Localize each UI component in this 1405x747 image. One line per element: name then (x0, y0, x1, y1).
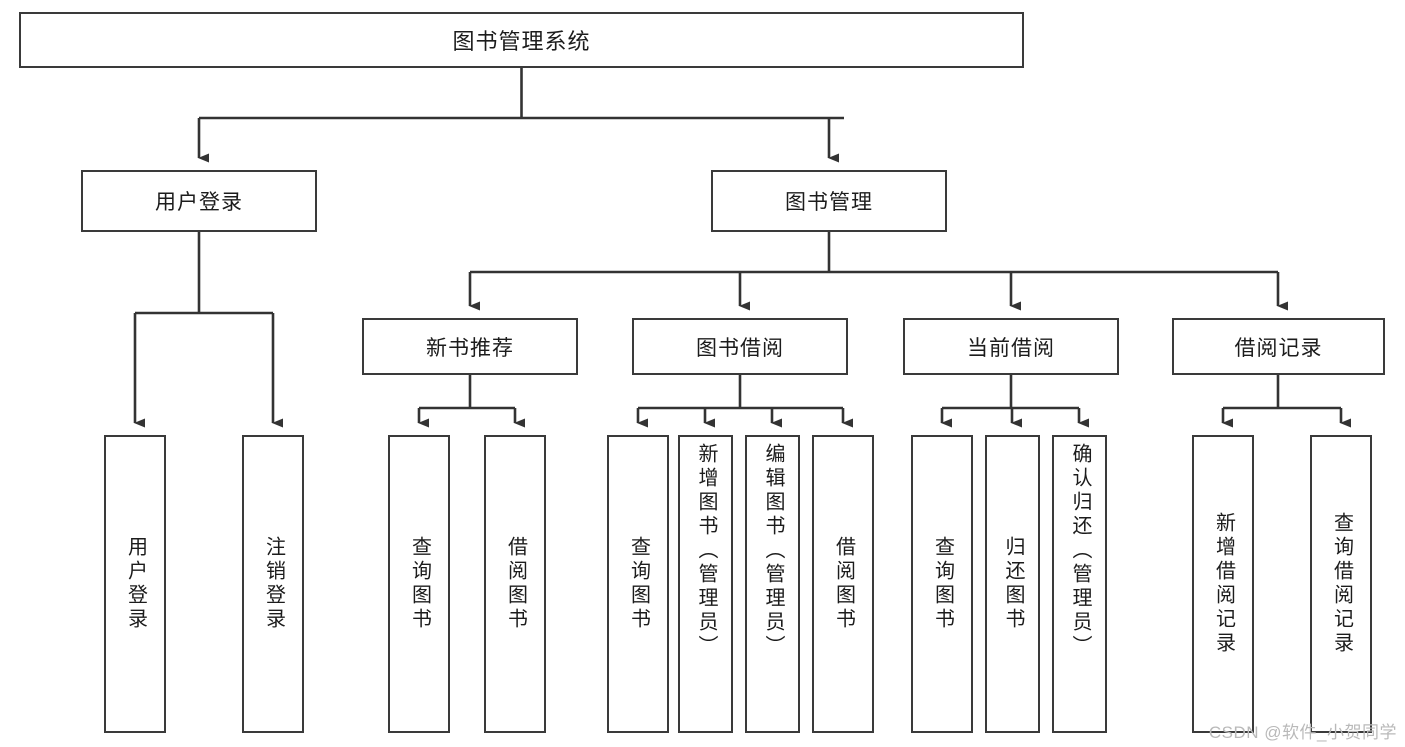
node-book-management[interactable]: 图书管理 (711, 170, 947, 232)
leaf-borrow-book[interactable]: 借阅图书 (812, 435, 874, 733)
node-current-borrow[interactable]: 当前借阅 (903, 318, 1119, 375)
watermark: CSDN @软件_小贺同学 (1208, 723, 1397, 742)
leaf-logout[interactable]: 注销登录 (242, 435, 304, 733)
leaf-user-login[interactable]: 用户登录 (104, 435, 166, 733)
node-user-login[interactable]: 用户登录 (81, 170, 317, 232)
leaf-borrow-book-recommend[interactable]: 借阅图书 (484, 435, 546, 733)
leaf-add-borrow-record[interactable]: 新增借阅记录 (1192, 435, 1254, 733)
node-borrow-record[interactable]: 借阅记录 (1172, 318, 1385, 375)
node-book-borrow[interactable]: 图书借阅 (632, 318, 848, 375)
node-new-book-recommend[interactable]: 新书推荐 (362, 318, 578, 375)
node-root[interactable]: 图书管理系统 (19, 12, 1024, 68)
leaf-query-book-recommend[interactable]: 查询图书 (388, 435, 450, 733)
leaf-return-book[interactable]: 归还图书 (985, 435, 1040, 733)
leaf-confirm-return-admin[interactable]: 确认归还（管理员） (1052, 435, 1107, 733)
leaf-add-book-admin[interactable]: 新增图书（管理员） (678, 435, 733, 733)
leaf-edit-book-admin[interactable]: 编辑图书（管理员） (745, 435, 800, 733)
leaf-query-borrow-record[interactable]: 查询借阅记录 (1310, 435, 1372, 733)
leaf-query-book-borrow[interactable]: 查询图书 (607, 435, 669, 733)
leaf-query-book-current[interactable]: 查询图书 (911, 435, 973, 733)
